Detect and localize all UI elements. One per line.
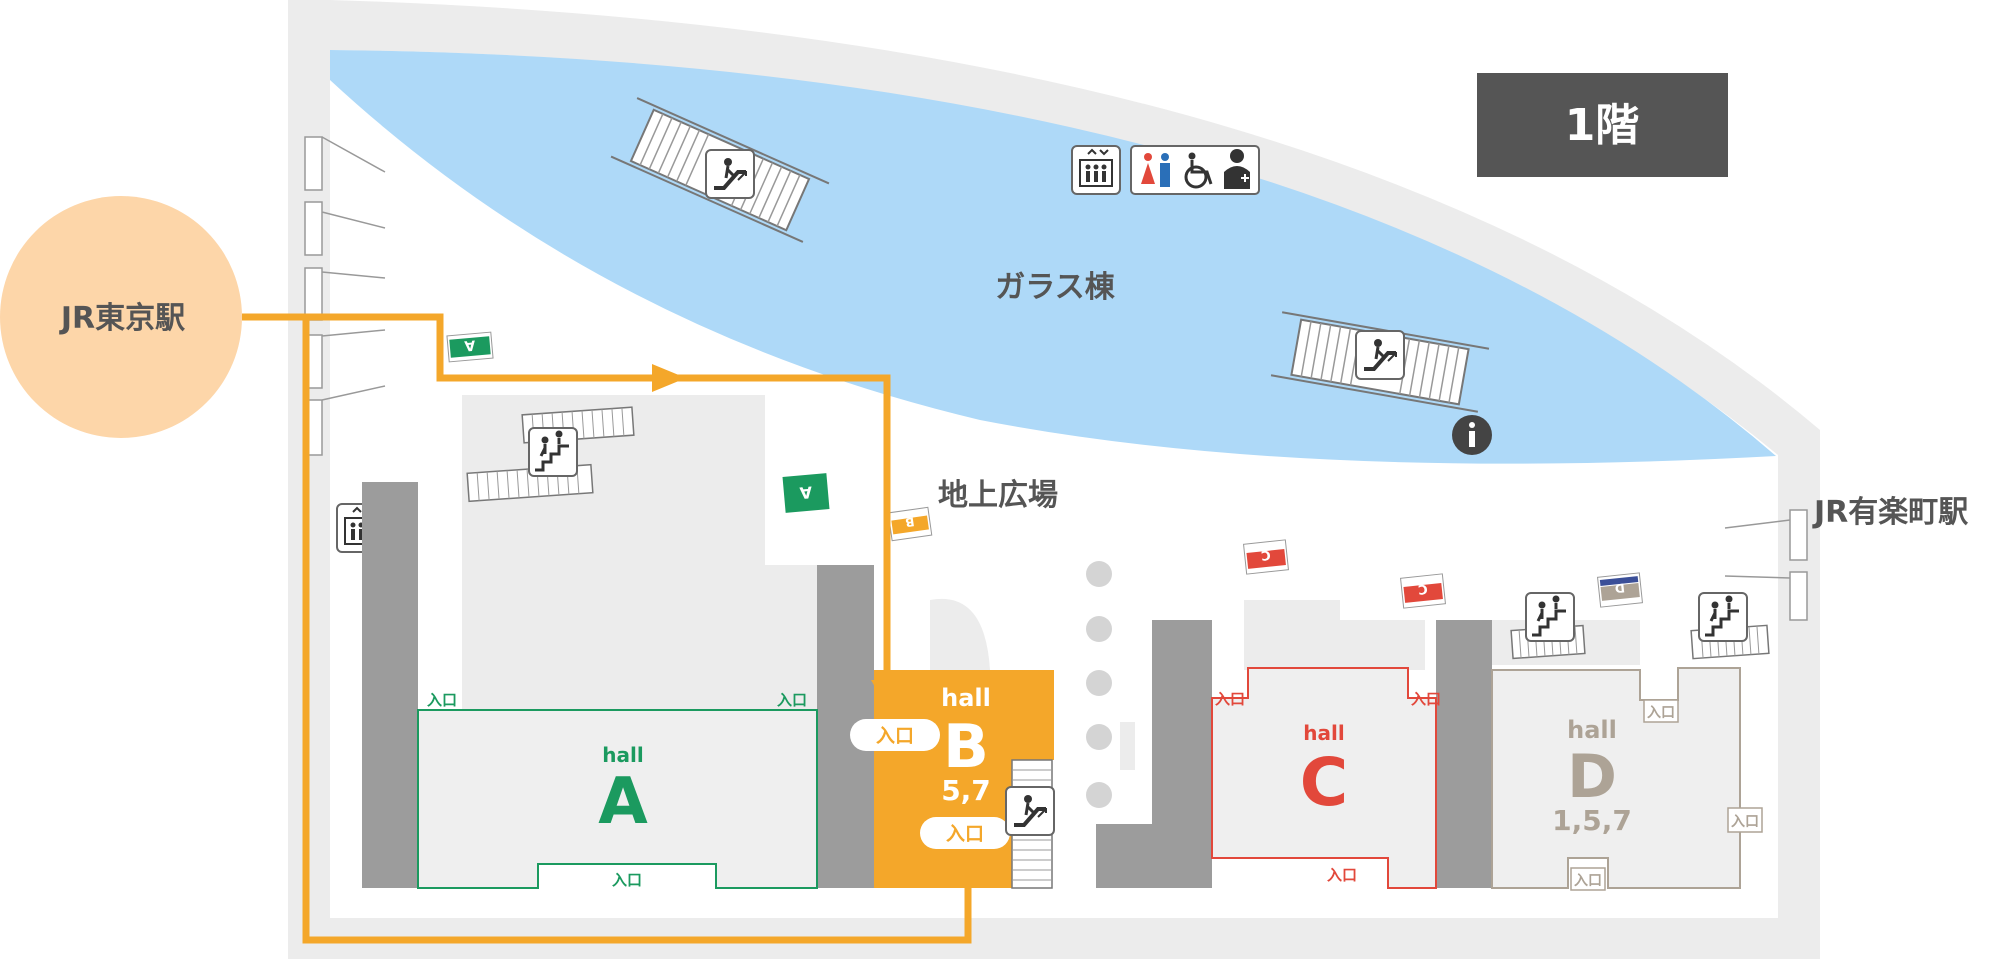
escalator-icon bbox=[1004, 785, 1056, 837]
hall-c-entrance-bottom: 入口 bbox=[1327, 866, 1357, 884]
hall-a-entrance-left: 入口 bbox=[427, 691, 457, 709]
hall-b-entrance-upper: 入口 bbox=[850, 719, 940, 751]
exit-sign-a-2: A bbox=[782, 473, 830, 513]
plaza-block-c bbox=[1244, 600, 1425, 670]
route-arrows bbox=[652, 364, 984, 888]
hall-d-entrance-top: 入口 bbox=[1643, 699, 1679, 723]
svg-text:入口: 入口 bbox=[946, 823, 984, 845]
floor-label: 1階 bbox=[1565, 100, 1640, 151]
hall-d-letter: D bbox=[1567, 742, 1617, 812]
glass-building-label: ガラス棟 bbox=[995, 270, 1115, 305]
toilet-men-icon bbox=[1160, 153, 1170, 187]
escalator-icon bbox=[1354, 329, 1406, 381]
right-gates bbox=[1724, 509, 1808, 621]
information-icon bbox=[1452, 415, 1492, 455]
hall-a bbox=[417, 709, 818, 889]
hall-c-entrance-left: 入口 bbox=[1215, 690, 1245, 708]
exit-sign-a-1: A bbox=[446, 331, 494, 363]
restroom-facilities bbox=[1130, 145, 1260, 195]
elevator-icon bbox=[1071, 145, 1121, 195]
exit-sign-b: B bbox=[887, 506, 933, 542]
tokyo-station-marker bbox=[0, 196, 242, 438]
escalator-icon bbox=[704, 148, 756, 200]
exit-sign-d: D bbox=[1596, 572, 1644, 608]
plaza-block-b-entry bbox=[930, 598, 990, 670]
toilet-women-icon bbox=[1141, 153, 1155, 184]
hall-b-letter: B bbox=[943, 712, 989, 782]
hall-a-letter: A bbox=[598, 765, 648, 839]
hall-c bbox=[1211, 667, 1437, 889]
route-to-hall-b bbox=[242, 313, 972, 944]
hall-a-entrance-bottom: 入口 bbox=[612, 871, 642, 889]
hall-a-entrance-right: 入口 bbox=[777, 691, 807, 709]
svg-text:A: A bbox=[798, 482, 813, 502]
svg-text:B: B bbox=[904, 514, 915, 529]
stairs-icon bbox=[1697, 591, 1749, 643]
hall-c-letter: C bbox=[1300, 744, 1348, 821]
hall-d-entrance-right: 入口 bbox=[1727, 807, 1763, 833]
walls bbox=[362, 482, 1492, 888]
left-gates bbox=[304, 136, 386, 456]
nursing-room-icon bbox=[1224, 149, 1250, 189]
hall-c-word: hall bbox=[1303, 721, 1344, 745]
svg-text:入口: 入口 bbox=[1731, 814, 1759, 830]
yurakucho-station-label: JR有楽町駅 bbox=[1812, 495, 1968, 530]
svg-text:入口: 入口 bbox=[1647, 705, 1675, 721]
svg-text:入口: 入口 bbox=[1574, 873, 1602, 889]
tokyo-station-label: JR東京駅 bbox=[59, 301, 185, 336]
exit-sign-c-1: C bbox=[1242, 539, 1290, 575]
hall-b-word: hall bbox=[941, 684, 991, 712]
plaza-block-center bbox=[640, 395, 765, 565]
stairs-icon bbox=[1524, 591, 1576, 643]
svg-text:A: A bbox=[464, 337, 476, 354]
stairs-icon bbox=[527, 426, 579, 478]
svg-text:D: D bbox=[1614, 581, 1625, 596]
plaza-block-lower bbox=[462, 565, 818, 710]
svg-text:C: C bbox=[1260, 547, 1271, 563]
hall-d-floors: 1,5,7 bbox=[1552, 804, 1632, 837]
hall-b-entrance-lower: 入口 bbox=[920, 817, 1010, 849]
wheelchair-icon bbox=[1184, 152, 1213, 189]
ground-plaza-label: 地上広場 bbox=[938, 478, 1058, 513]
hall-c-entrance-right: 入口 bbox=[1411, 690, 1441, 708]
pillar-small bbox=[1120, 722, 1135, 770]
hall-d-entrance-bottom: 入口 bbox=[1570, 867, 1606, 891]
floor-badge bbox=[1477, 73, 1728, 177]
columns bbox=[1086, 561, 1112, 808]
svg-text:C: C bbox=[1417, 581, 1428, 597]
hall-a-word: hall bbox=[602, 743, 643, 767]
hall-d-word: hall bbox=[1567, 716, 1617, 744]
hall-d bbox=[1491, 667, 1741, 889]
svg-text:入口: 入口 bbox=[876, 725, 914, 747]
exit-sign-c-2: C bbox=[1399, 573, 1447, 609]
hall-b-floors: 5,7 bbox=[941, 774, 991, 807]
